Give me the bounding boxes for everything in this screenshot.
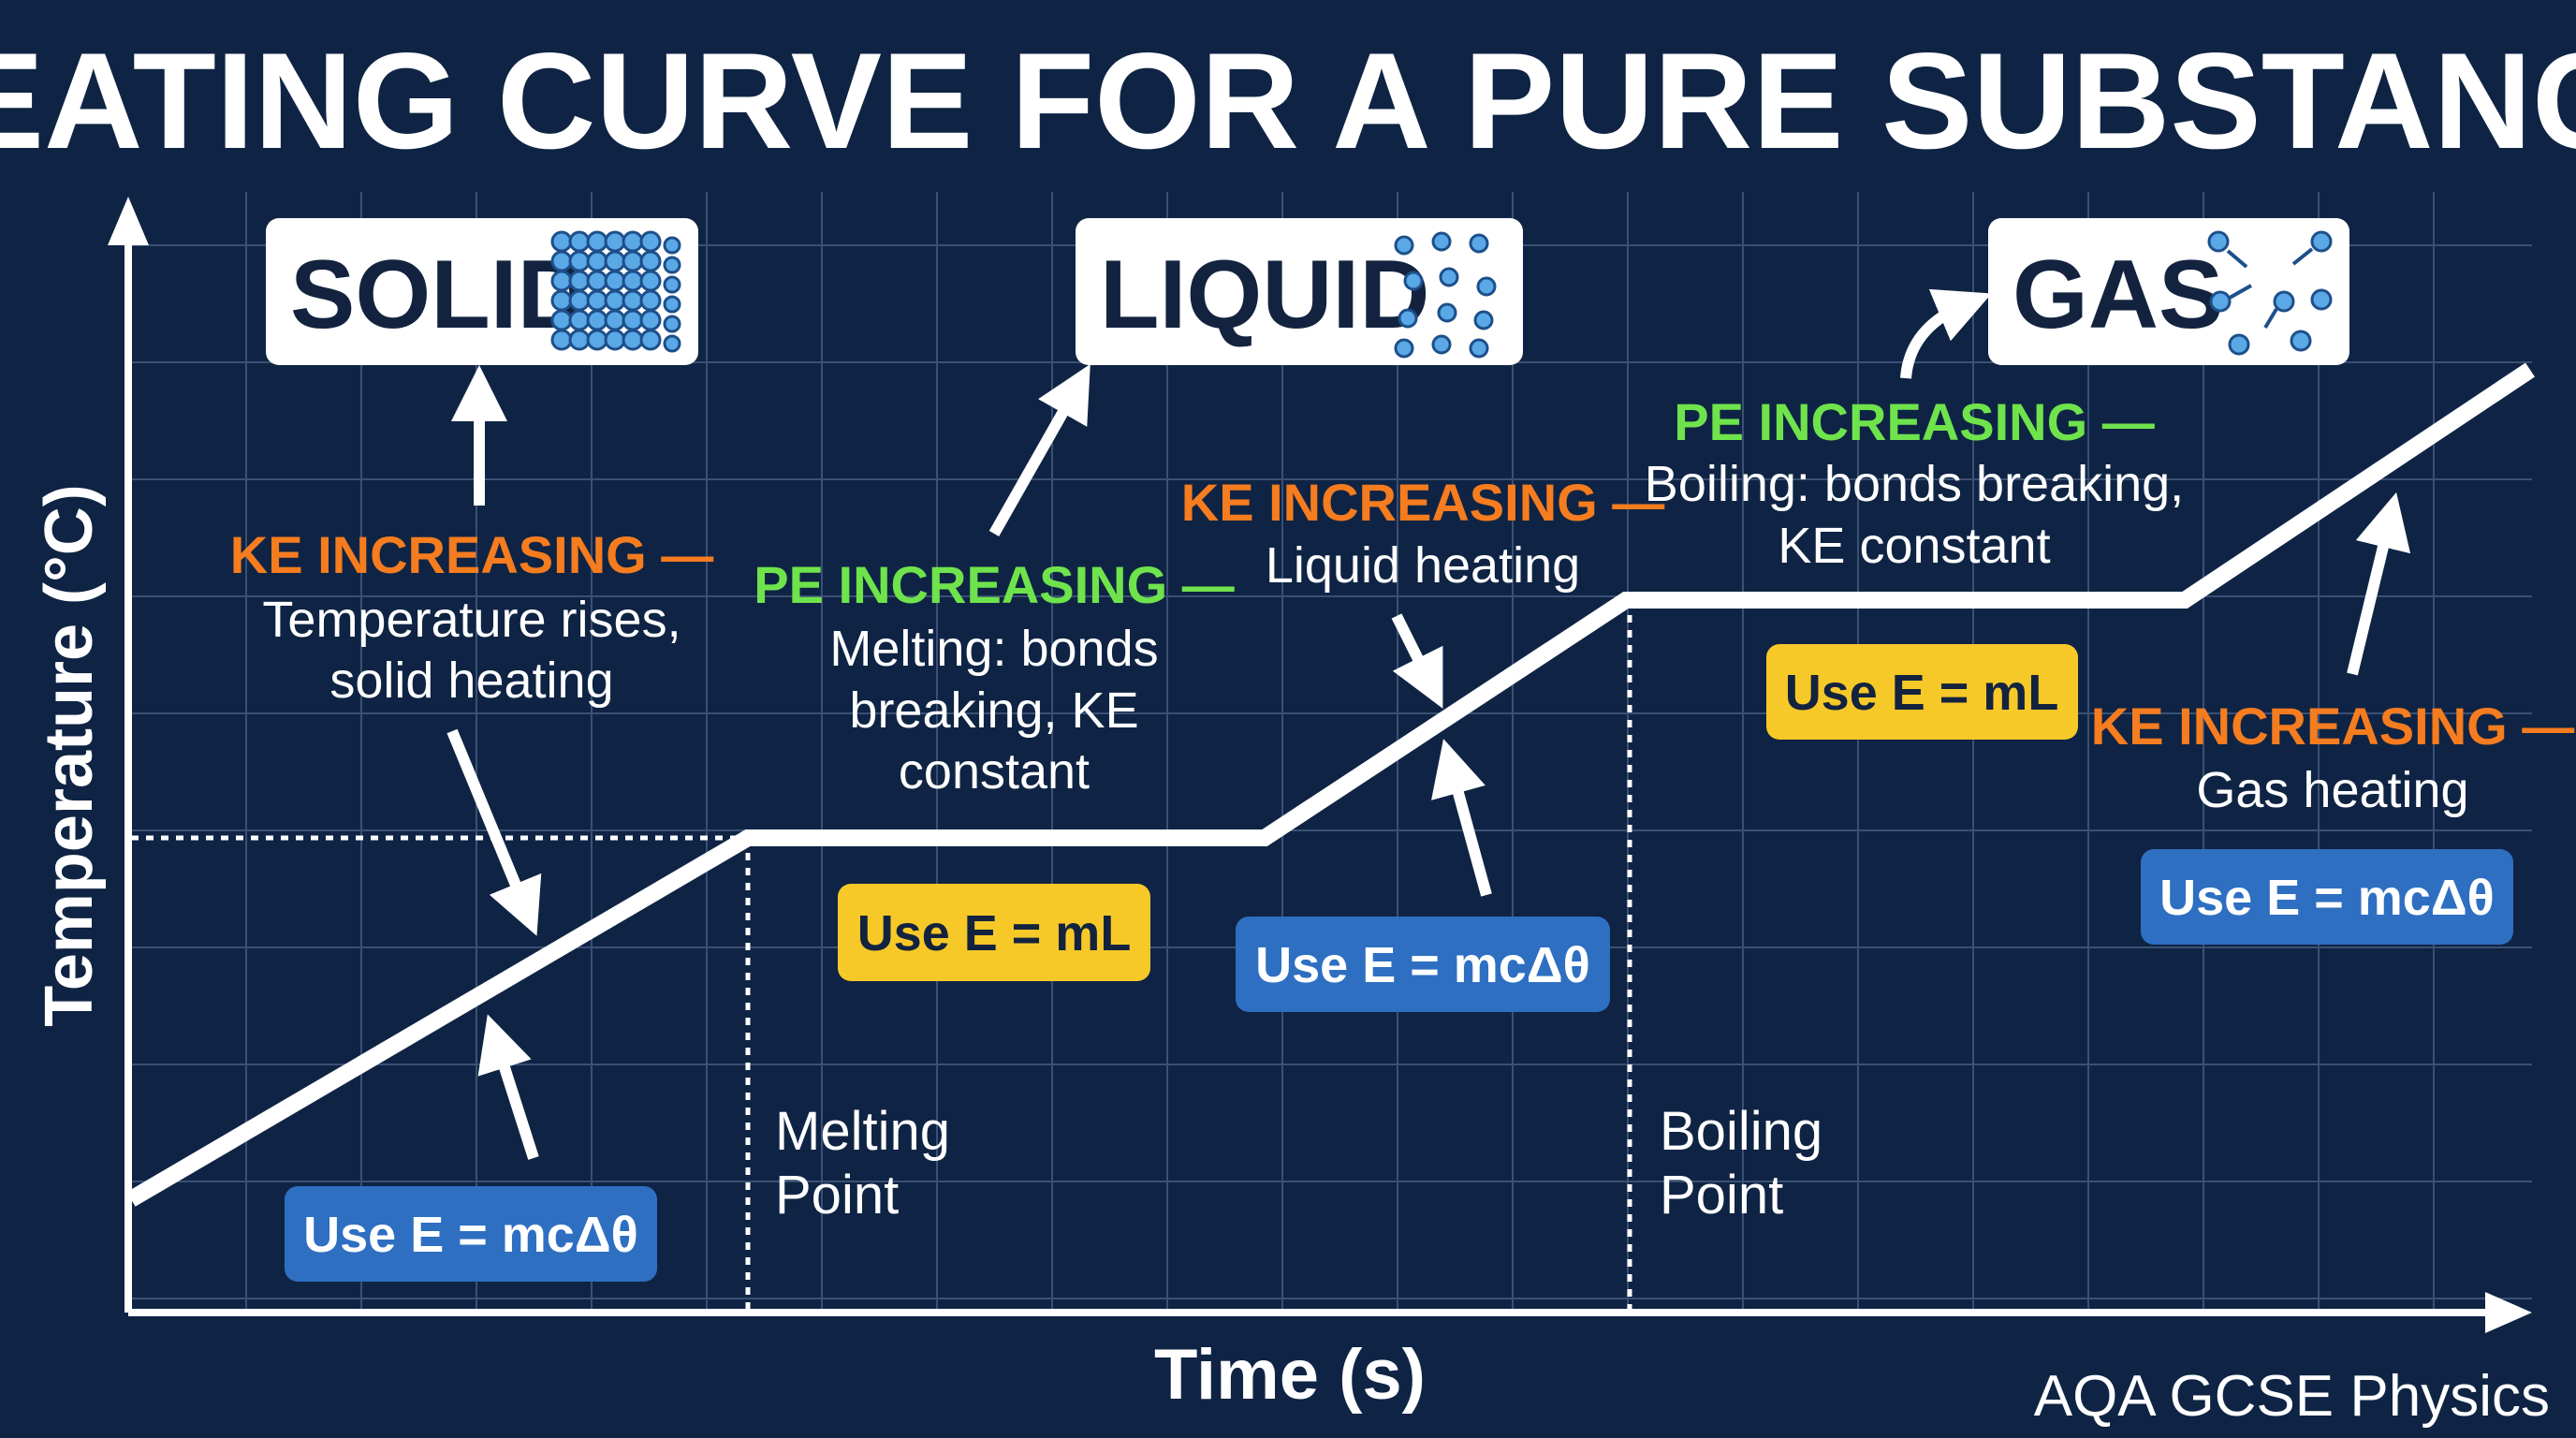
boiling-point-label: Boiling Point [1660, 1101, 1822, 1225]
svg-text:LIQUID: LIQUID [1100, 241, 1429, 349]
svg-text:SOLID: SOLID [290, 241, 588, 349]
page-title: HEATING CURVE FOR A PURE SUBSTANCE [0, 24, 2576, 177]
badge-liquid-equation: Use E = mcΔθ [1236, 917, 1610, 1012]
svg-text:Melting: Melting [775, 1101, 950, 1162]
arrow-badge-to-solid-slope-icon [477, 1014, 539, 1160]
badge-boiling-equation: Use E = mL [1766, 644, 2078, 740]
svg-text:Temperature rises,: Temperature rises, [262, 592, 681, 648]
state-box-gas: GAS [1988, 218, 2349, 365]
annotation-melting: PE INCREASING — Melting: bonds breaking,… [754, 555, 1234, 800]
arrow-to-liquid-slope-icon [1391, 613, 1443, 709]
annotation-gas-heating: KE INCREASING — Gas heating [2091, 697, 2575, 818]
svg-text:Boiling: bonds breaking,: Boiling: bonds breaking, [1645, 456, 2184, 512]
y-axis-arrowhead-icon [108, 197, 149, 245]
arrow-to-liquid-icon [988, 363, 1090, 536]
svg-text:PE INCREASING —: PE INCREASING — [754, 555, 1234, 614]
x-axis-label: Time (s) [1154, 1335, 1426, 1415]
y-axis-label: Temperature (°C) [32, 484, 107, 1027]
arrow-to-solid-slope-icon [446, 728, 542, 936]
arrow-badge-to-liquid-slope-icon [1431, 739, 1492, 897]
liquid-moving-particles-icon [1394, 231, 1497, 359]
svg-text:Use E = mcΔθ: Use E = mcΔθ [303, 1207, 638, 1263]
badge-solid-equation: Use E = mcΔθ [285, 1186, 657, 1282]
arrow-to-gas-icon [1900, 288, 1992, 379]
annotation-solid-heating: KE INCREASING — Temperature rises, solid… [230, 525, 714, 709]
svg-text:constant: constant [899, 743, 1090, 800]
svg-text:solid heating: solid heating [329, 653, 613, 709]
svg-text:breaking, KE: breaking, KE [849, 682, 1138, 739]
state-box-solid: SOLID [266, 218, 698, 365]
state-box-liquid: LIQUID [1076, 218, 1523, 365]
svg-text:PE INCREASING —: PE INCREASING — [1674, 392, 2154, 451]
svg-text:Point: Point [775, 1165, 899, 1225]
svg-text:Use E = mL: Use E = mL [857, 905, 1132, 961]
footer-label: AQA GCSE Physics [2034, 1364, 2550, 1429]
badge-melting-equation: Use E = mL [838, 884, 1150, 981]
melting-point-label: Melting Point [775, 1101, 950, 1225]
annotation-boiling: PE INCREASING — Boiling: bonds breaking,… [1645, 392, 2184, 574]
solid-lattice-particles-icon [550, 230, 681, 353]
arrow-to-gas-slope-icon [2347, 492, 2411, 676]
svg-text:KE constant: KE constant [1778, 518, 2050, 574]
svg-text:Gas heating: Gas heating [2196, 762, 2468, 818]
svg-text:Point: Point [1660, 1165, 1783, 1225]
annotation-liquid-heating: KE INCREASING — Liquid heating [1181, 473, 1665, 594]
gas-spread-particles-icon [2207, 230, 2333, 356]
x-axis-arrowhead-icon [2485, 1292, 2532, 1333]
svg-text:KE INCREASING —: KE INCREASING — [1181, 473, 1665, 532]
badge-gas-equation: Use E = mcΔθ [2141, 849, 2513, 945]
svg-text:GAS: GAS [2012, 241, 2223, 349]
svg-text:Use E = mL: Use E = mL [1785, 665, 2059, 721]
svg-text:Liquid heating: Liquid heating [1266, 537, 1580, 594]
svg-text:Use E = mcΔθ: Use E = mcΔθ [2159, 870, 2495, 926]
svg-text:Use E = mcΔθ: Use E = mcΔθ [1255, 937, 1590, 993]
svg-text:KE INCREASING —: KE INCREASING — [230, 525, 714, 584]
heating-curve-line [126, 362, 2535, 1207]
svg-text:Boiling: Boiling [1660, 1101, 1822, 1162]
svg-text:Melting: bonds: Melting: bonds [829, 621, 1158, 677]
svg-text:KE INCREASING —: KE INCREASING — [2091, 697, 2575, 756]
